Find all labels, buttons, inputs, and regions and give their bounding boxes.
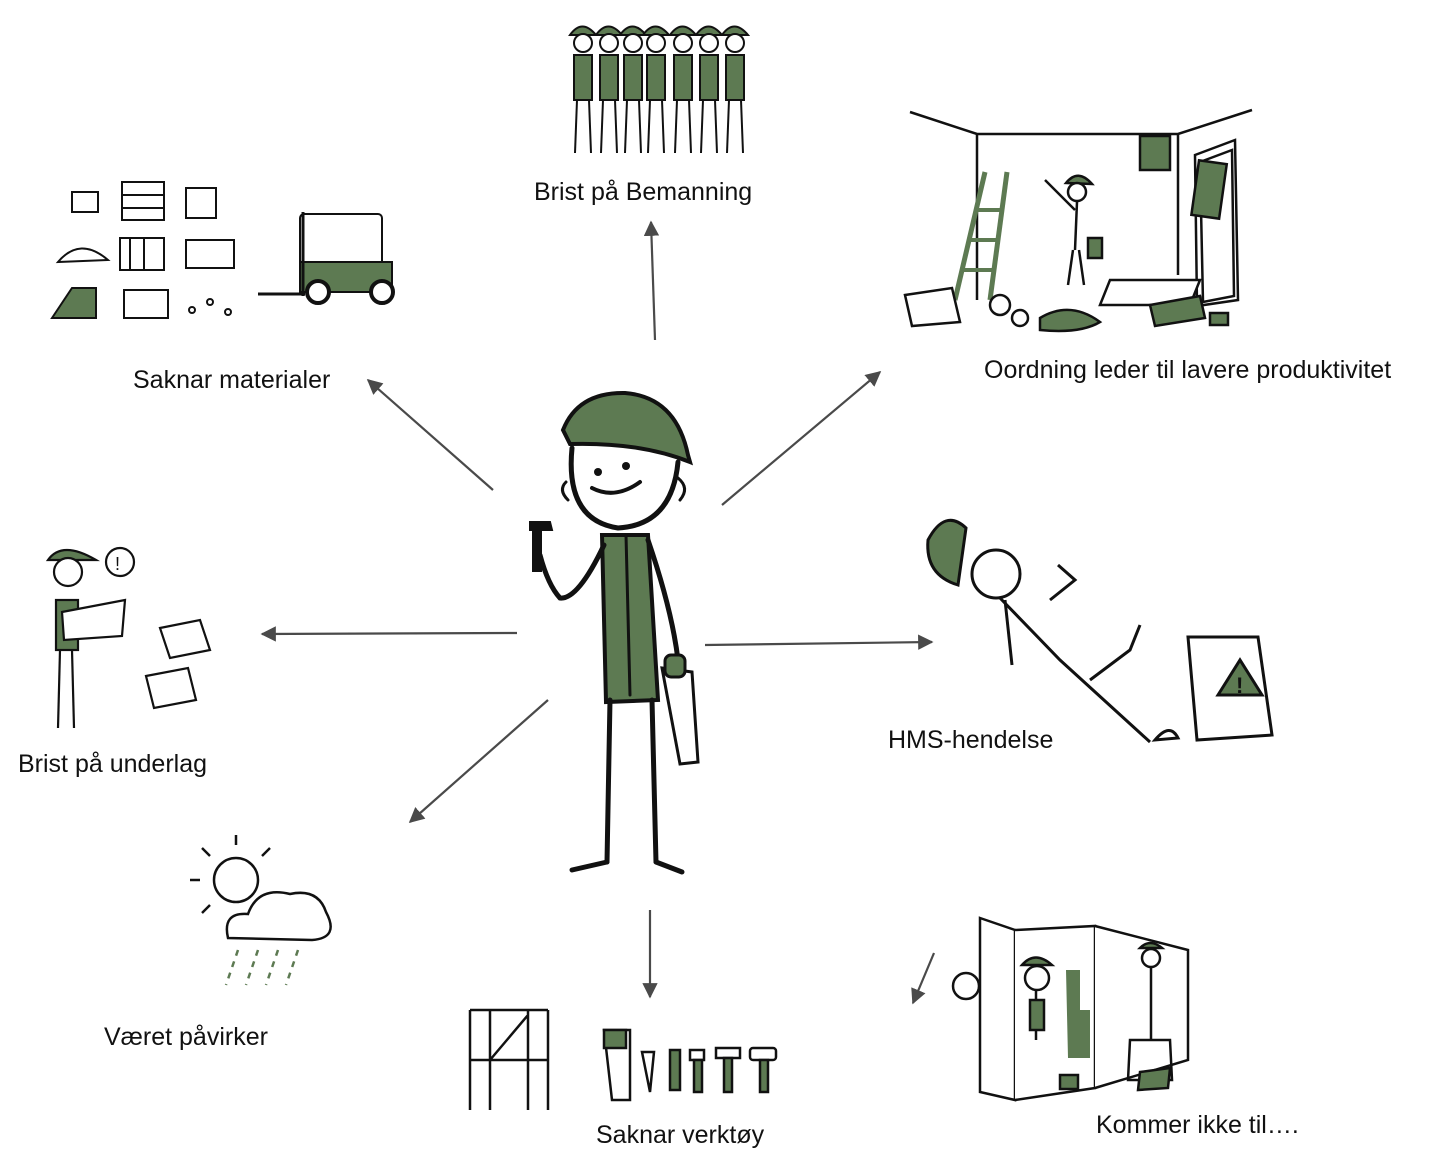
svg-text:!: ! <box>1236 673 1243 698</box>
arrow-to-kommer <box>911 952 936 1005</box>
label-kommer: Kommer ikke til…. <box>1096 1111 1299 1139</box>
svg-text:!: ! <box>115 554 120 574</box>
label-oordning: Oordning leder til lavere produktivitet <box>984 356 1392 384</box>
materials-forklift-icon <box>50 181 395 319</box>
slipping-worker-icon: ! <box>926 518 1274 744</box>
worker-with-plans-icon: ! <box>45 546 212 729</box>
blocked-workers-icon <box>951 916 1190 1102</box>
central-worker-icon <box>529 390 700 875</box>
label-vaeret: Været påvirker <box>104 1023 268 1051</box>
arrow-to-materialer <box>366 378 494 491</box>
label-bemanning: Brist på Bemanning <box>534 178 753 206</box>
arrow-to-bemanning <box>643 220 660 341</box>
label-underlag: Brist på underlag <box>18 750 208 778</box>
arrow-to-hms <box>704 634 934 650</box>
messy-room-icon <box>903 108 1253 333</box>
sun-cloud-rain-icon <box>190 835 332 986</box>
arrow-to-vaeret <box>408 699 549 824</box>
label-hms: HMS-hendelse <box>888 726 1054 754</box>
arrow-to-underlag <box>260 626 518 642</box>
arrow-to-oordning <box>721 371 882 506</box>
scaffold-tools-icon <box>468 1008 778 1110</box>
label-verktoy: Saknar verktøy <box>596 1121 765 1149</box>
arrows <box>260 220 936 1005</box>
label-materialer: Saknar materialer <box>133 366 331 394</box>
workers-group-icon <box>568 25 749 154</box>
